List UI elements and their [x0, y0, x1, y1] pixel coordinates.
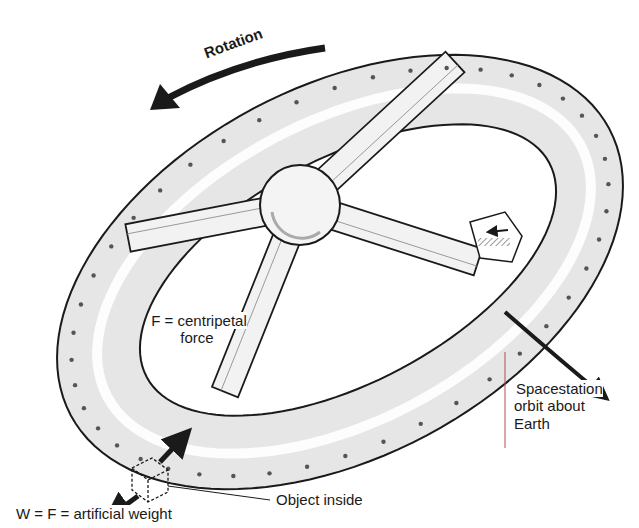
- porthole: [332, 86, 336, 90]
- label-text: Object inside: [274, 491, 365, 508]
- porthole: [444, 66, 448, 70]
- porthole: [487, 377, 491, 381]
- porthole: [294, 100, 298, 104]
- cutaway-floor: [478, 238, 510, 246]
- porthole: [257, 118, 261, 122]
- porthole: [567, 295, 571, 299]
- porthole: [544, 324, 548, 328]
- porthole: [584, 266, 588, 270]
- porthole: [231, 474, 235, 478]
- porthole: [82, 406, 86, 410]
- porthole: [221, 139, 225, 143]
- porthole: [419, 422, 423, 426]
- rotation-arrow: [168, 48, 325, 98]
- porthole: [131, 216, 135, 220]
- leader-line: [168, 486, 270, 500]
- cutaway: [470, 212, 522, 262]
- porthole: [188, 162, 192, 166]
- porthole: [604, 209, 608, 213]
- porthole: [603, 157, 607, 161]
- porthole: [138, 457, 142, 461]
- porthole: [381, 439, 385, 443]
- porthole: [343, 454, 347, 458]
- cutaway-arrow: [488, 230, 508, 232]
- margin-rule: [505, 352, 506, 448]
- label-text: W = F = artificial weight: [14, 505, 174, 522]
- porthole: [91, 273, 95, 277]
- hub-shade: [272, 212, 320, 238]
- centripetal-arrow: [160, 432, 188, 462]
- porthole: [79, 302, 83, 306]
- porthole: [518, 351, 522, 355]
- porthole: [580, 113, 584, 117]
- porthole: [109, 244, 113, 248]
- porthole: [510, 73, 514, 77]
- label: Spacestation orbit about Earth: [514, 380, 626, 432]
- label-text: Spacestation orbit about Earth: [514, 380, 603, 432]
- porthole: [478, 67, 482, 71]
- porthole: [561, 96, 565, 100]
- label-text: Rotation: [200, 24, 267, 62]
- porthole: [408, 68, 412, 72]
- porthole: [69, 358, 73, 362]
- porthole: [71, 331, 75, 335]
- porthole: [537, 83, 541, 87]
- porthole: [371, 75, 375, 79]
- label: F = centripetal force: [148, 312, 248, 347]
- porthole: [606, 182, 610, 186]
- porthole: [454, 401, 458, 405]
- hub-sphere: [260, 165, 340, 245]
- porthole: [96, 426, 100, 430]
- porthole: [115, 443, 119, 447]
- porthole: [197, 472, 201, 476]
- porthole: [594, 134, 598, 138]
- porthole: [305, 465, 309, 469]
- label-text: F = centripetal force: [149, 312, 246, 346]
- porthole: [597, 237, 601, 241]
- porthole: [73, 383, 77, 387]
- porthole: [158, 188, 162, 192]
- station-rim: [57, 55, 623, 489]
- rotation-arrowhead: [150, 84, 180, 110]
- porthole: [267, 471, 271, 475]
- label: W = F = artificial weight: [14, 505, 224, 522]
- label: Object inside: [274, 491, 384, 508]
